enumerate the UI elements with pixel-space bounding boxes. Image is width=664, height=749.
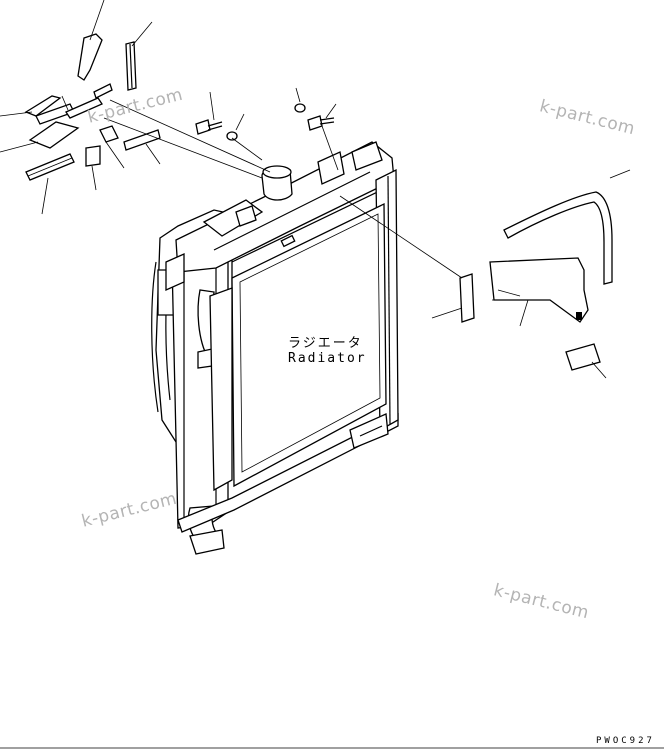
right-side-parts [459,191,613,371]
radiator-label-jp: ラジエータ [288,336,363,351]
leader-lines [0,0,631,379]
drawing-code: PWOC927 [596,736,655,746]
radiator-label-en: Radiator [288,351,367,366]
radiator-assembly [151,141,399,555]
bolts-and-washers [195,103,335,141]
